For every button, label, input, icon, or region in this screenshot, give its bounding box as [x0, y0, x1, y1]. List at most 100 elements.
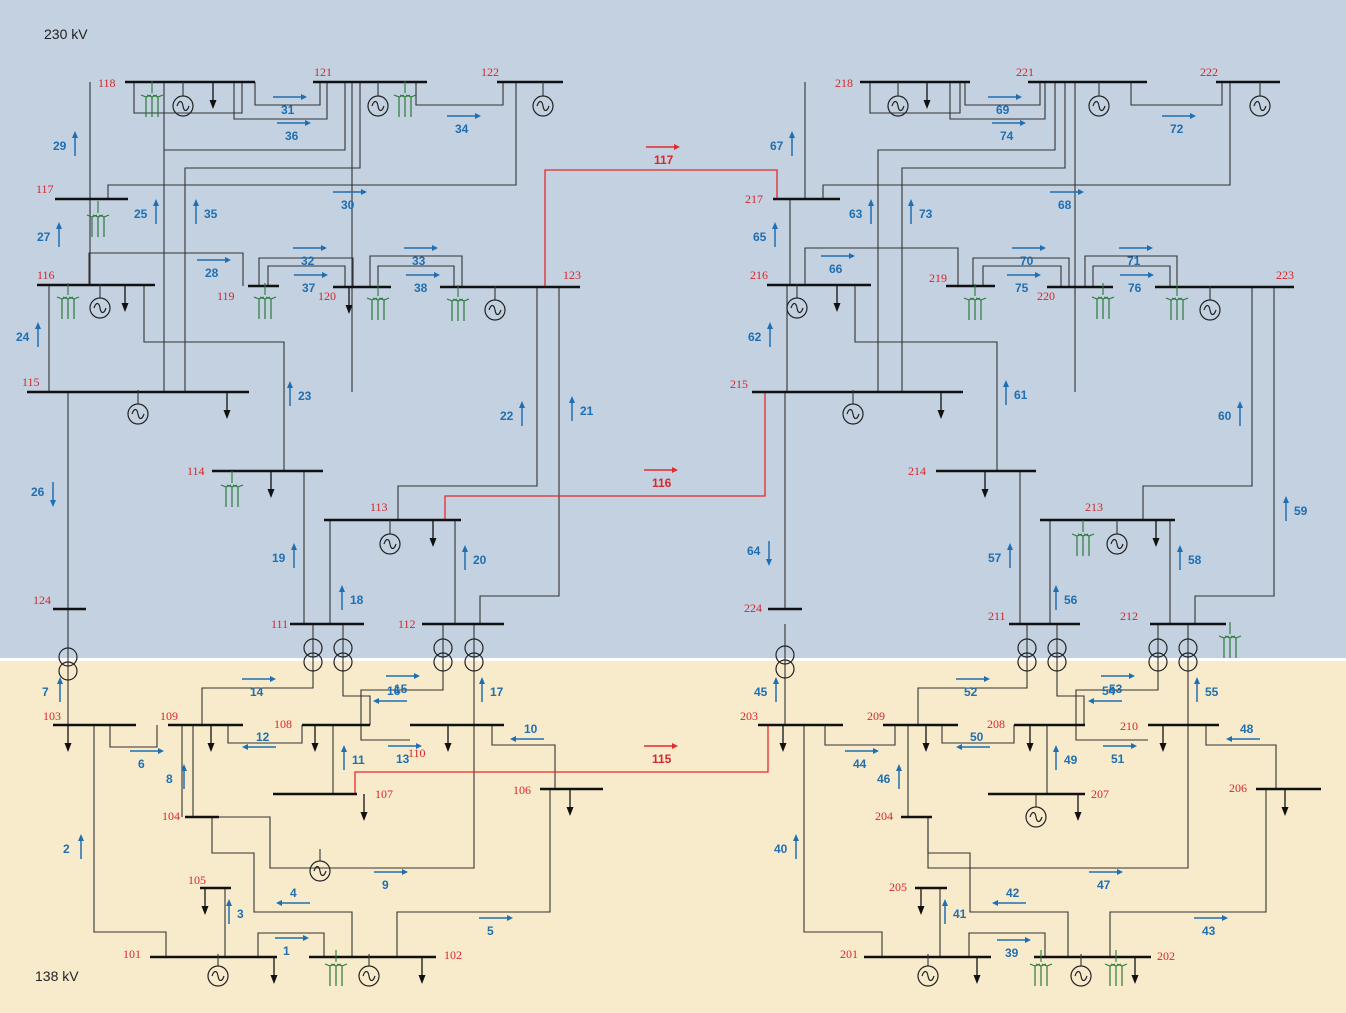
- generator-sine: [1092, 100, 1106, 112]
- flow-arrow-48: [1226, 736, 1260, 742]
- generator-circle: [1199, 299, 1221, 321]
- load-head: [917, 906, 925, 915]
- wind-farm-icon: [324, 950, 348, 986]
- transformer-winding: [1017, 638, 1037, 658]
- flow-arrow-24: [35, 322, 41, 347]
- flow-arrow-head: [291, 543, 297, 550]
- wind-turbine: [68, 296, 80, 319]
- flow-arrow-head: [35, 322, 41, 329]
- load-arrow-icon: [1074, 794, 1082, 821]
- transformer-winding: [464, 638, 484, 658]
- flow-arrow-59: [1283, 496, 1289, 521]
- flow-label-22: 22: [500, 409, 514, 423]
- flow-arrow-head: [158, 748, 164, 754]
- flow-arrow-53: [1101, 673, 1135, 679]
- flow-label-66: 66: [829, 262, 843, 276]
- flow-arrow-21: [569, 396, 575, 421]
- line-25: [949, 82, 1046, 120]
- transformer-winding: [775, 659, 795, 679]
- bus-label-122: 122: [481, 65, 499, 79]
- flow-label-63: 63: [849, 207, 863, 221]
- flow-arrow-head: [1053, 745, 1059, 752]
- bus-label-202: 202: [1157, 949, 1175, 963]
- flow-arrow-head: [181, 764, 187, 771]
- generator-sine: [313, 865, 327, 877]
- flow-label-1: 1: [283, 944, 290, 958]
- bus-label-102: 102: [444, 948, 462, 962]
- flow-arrow-74: [992, 120, 1026, 126]
- line-50: [360, 624, 444, 741]
- flow-arrow-head: [1078, 189, 1084, 195]
- wind-turbine: [1116, 963, 1128, 986]
- flow-label-56: 56: [1064, 593, 1078, 607]
- bus-label-218: 218: [835, 76, 853, 90]
- transformer-icon: [433, 638, 453, 672]
- wind-turbine: [1110, 963, 1122, 986]
- flow-arrow-14: [242, 676, 276, 682]
- transformer-winding: [333, 652, 353, 672]
- generator-icon: [484, 286, 506, 321]
- wind-turbine: [330, 963, 342, 986]
- line-53: [227, 725, 303, 744]
- generator-sine: [1253, 100, 1267, 112]
- generator-sine: [846, 408, 860, 420]
- flow-arrow-57: [1007, 543, 1013, 568]
- flow-arrow-18: [339, 585, 345, 610]
- flow-label-47: 47: [1097, 878, 1111, 892]
- flow-arrow-head: [1177, 545, 1183, 552]
- bus-label-108: 108: [274, 717, 292, 731]
- bus-label-217: 217: [745, 192, 763, 206]
- flow-arrow-head: [50, 500, 56, 507]
- flow-arrow-9: [374, 869, 408, 875]
- transformer-winding: [1047, 638, 1067, 658]
- flow-arrow-33: [404, 245, 438, 251]
- flow-label-16: 16: [387, 684, 401, 698]
- bus-label-208: 208: [987, 717, 1005, 731]
- flow-label-117: 117: [654, 153, 674, 167]
- flow-arrow-head: [153, 199, 159, 206]
- flow-label-36: 36: [285, 129, 299, 143]
- flow-arrow-64: [766, 541, 772, 566]
- load-head: [429, 538, 437, 547]
- transformer-icon: [1178, 638, 1198, 672]
- load-head: [64, 743, 72, 752]
- transformer-winding: [464, 652, 484, 672]
- line-37: [972, 257, 1070, 287]
- line-9: [107, 82, 517, 199]
- generator-icon: [89, 284, 111, 319]
- flow-arrow-head: [772, 222, 778, 229]
- line-62: [396, 789, 551, 957]
- generator-sine: [1074, 970, 1088, 982]
- bus-label-207: 207: [1091, 787, 1109, 801]
- flow-label-71: 71: [1127, 254, 1141, 268]
- transformer-icon: [775, 645, 795, 679]
- wind-turbine: [1083, 533, 1095, 556]
- flow-arrow-5: [479, 915, 513, 921]
- wind-turbine: [86, 214, 98, 237]
- bus-label-123: 123: [563, 268, 581, 282]
- load-arrow-icon: [917, 888, 925, 915]
- flow-arrow-117: [646, 144, 680, 150]
- flow-arrow-head: [1194, 677, 1200, 684]
- flow-label-54: 54: [1102, 684, 1116, 698]
- wind-turbine: [393, 94, 405, 117]
- flow-arrow-63: [868, 199, 874, 224]
- wind-turbine: [336, 963, 348, 986]
- line-14: [258, 257, 354, 287]
- flow-arrow-23: [287, 381, 293, 406]
- wind-turbine: [1165, 297, 1177, 320]
- load-arrow-icon: [833, 285, 841, 312]
- bus-label-110: 110: [408, 746, 426, 760]
- load-head: [981, 489, 989, 498]
- flow-arrow-46: [896, 764, 902, 789]
- load-arrow-icon: [1159, 725, 1167, 752]
- flow-arrow-42: [992, 900, 1026, 906]
- load-arrow-icon: [937, 392, 945, 419]
- bus-label-107: 107: [375, 787, 393, 801]
- line-31: [1130, 82, 1223, 106]
- load-arrow-icon: [922, 725, 930, 752]
- flow-arrow-head: [56, 222, 62, 229]
- bus-label-115: 115: [22, 375, 40, 389]
- flow-label-5: 5: [487, 924, 494, 938]
